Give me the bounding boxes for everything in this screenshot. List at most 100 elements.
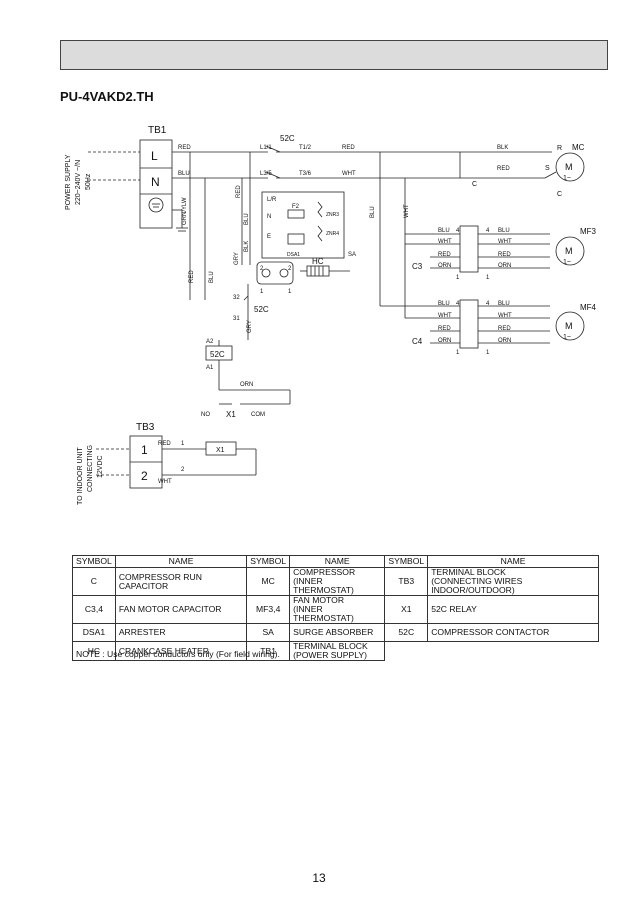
wire-orn: ORN xyxy=(240,382,253,388)
x1-com: COM xyxy=(251,412,265,418)
mf4-connector xyxy=(459,299,479,349)
x1-no: NO xyxy=(201,412,210,418)
mf4-out-orn: ORN xyxy=(498,338,511,344)
thermo-2b: 2 xyxy=(288,266,292,272)
mf3-label: MF3 xyxy=(580,227,597,236)
relay-x1-label: X1 xyxy=(216,447,225,454)
znr4: ZNR4 xyxy=(326,231,339,237)
legend-cell: TB3 xyxy=(384,567,429,596)
l3-5: L3/5 xyxy=(260,171,272,177)
mc-s: S xyxy=(545,165,550,172)
mf3-out-orn: ORN xyxy=(498,263,511,269)
thermo-2a: 2 xyxy=(260,266,264,272)
mf3-out-blu: BLU xyxy=(498,228,510,234)
indoor-unit-line2: CONNECTING xyxy=(87,445,94,492)
legend-header: SYMBOL xyxy=(384,555,429,568)
mc-phase: 1~ xyxy=(563,175,571,182)
fan-motor-mf4 xyxy=(555,311,585,341)
legend-row: C3,4 FAN MOTOR CAPACITOR MF3,4 FAN MOTOR… xyxy=(72,595,599,624)
symbol-legend-table: SYMBOL NAME SYMBOL NAME SYMBOL NAME C CO… xyxy=(72,555,599,661)
terminal-n: N xyxy=(151,175,160,189)
power-supply-line2: 220~240V ~/N xyxy=(75,160,82,205)
tb3-wire-red: RED xyxy=(158,441,171,447)
mc-m: M xyxy=(565,162,573,172)
mf4-m: M xyxy=(565,321,573,331)
legend-row: HC CRANKCASE HEATER TB1 TERMINAL BLOCK(P… xyxy=(72,641,599,661)
legend-cell: TERMINAL BLOCK(CONNECTING WIRES INDOOR/O… xyxy=(427,567,599,596)
capacitor-c3: C3 xyxy=(412,262,423,271)
wire-gry-sa: GRY xyxy=(234,252,240,265)
mf4-out-blu: BLU xyxy=(498,301,510,307)
capacitor-c4: C4 xyxy=(412,337,423,346)
sa-n: N xyxy=(267,214,271,220)
legend-cell xyxy=(385,642,428,661)
legend-header: SYMBOL xyxy=(246,555,291,568)
wire-blk: BLK xyxy=(497,145,508,151)
legend-cell: C3,4 xyxy=(72,595,116,624)
mf3-pin1a: 1 xyxy=(456,275,460,281)
page-number: 13 xyxy=(312,871,326,885)
legend-cell: 52C xyxy=(384,623,429,642)
wire-wht-fan: WHT xyxy=(404,204,410,218)
legend-cell: MF3,4 xyxy=(246,595,291,624)
znr3: ZNR3 xyxy=(326,212,339,218)
legend-cell: FAN MOTOR(INNER THERMOSTAT) xyxy=(289,595,386,624)
capacitor-c: C xyxy=(472,181,477,188)
aux-32: 32 xyxy=(233,295,240,301)
mf3-connector xyxy=(459,225,479,273)
field-wiring-note: NOTE : Use copper conductors only (For f… xyxy=(76,649,280,659)
mf3-in-blu: BLU xyxy=(438,228,450,234)
model-title: PU-4VAKD2.TH xyxy=(60,89,154,104)
mf4-label: MF4 xyxy=(580,303,597,312)
legend-cell: C xyxy=(72,567,116,596)
mf4-in-wht: WHT xyxy=(438,313,452,319)
contactor-52c-aux: 52C xyxy=(254,305,269,314)
mf3-m: M xyxy=(565,246,573,256)
wire-gry-aux: GRY xyxy=(247,320,253,333)
fuse-f2: F2 xyxy=(292,204,300,210)
mc-r: R xyxy=(557,145,562,152)
mc-label: MC xyxy=(572,143,585,152)
power-supply-line3: 50Hz xyxy=(85,173,92,190)
aux-31: 31 xyxy=(233,316,240,322)
legend-cell: COMPRESSOR CONTACTOR xyxy=(427,623,599,642)
tb1-block xyxy=(139,139,173,229)
mf4-out-wht: WHT xyxy=(498,313,512,319)
surge-absorber-box xyxy=(261,191,345,259)
mf4-phase: 1~ xyxy=(563,334,571,341)
legend-cell xyxy=(428,642,599,661)
relay-x1 xyxy=(205,441,237,456)
mf4-out-red: RED xyxy=(498,326,511,332)
mf3-pin4b: 4 xyxy=(486,228,490,234)
legend-cell: MC xyxy=(246,567,291,596)
indoor-unit-line3: 12VDC xyxy=(97,455,104,478)
legend-cell: X1 xyxy=(384,595,429,624)
mf4-in-blu: BLU xyxy=(438,301,450,307)
x1-pin2: 2 xyxy=(181,467,185,473)
legend-header: NAME xyxy=(114,555,248,568)
tb3-label: TB3 xyxy=(136,422,155,433)
legend-cell: ARRESTER xyxy=(114,623,248,642)
legend-header: NAME xyxy=(427,555,599,568)
mf3-phase: 1~ xyxy=(563,259,571,266)
tb3-terminal-1: 1 xyxy=(141,443,148,457)
t1-2: T1/2 xyxy=(299,145,312,151)
x1-contact: X1 xyxy=(226,410,236,419)
crankcase-heater xyxy=(306,265,330,277)
compressor-motor xyxy=(555,152,585,182)
fan-motor-mf3 xyxy=(555,236,585,266)
legend-header: NAME xyxy=(289,555,386,568)
x1-pin1: 1 xyxy=(181,441,185,447)
power-supply-line1: POWER SUPPLY xyxy=(65,154,72,210)
indoor-unit-line1: TO INDOOR UNIT xyxy=(77,446,84,505)
thermo-1b: 1 xyxy=(288,289,292,295)
coil-a2: A2 xyxy=(206,339,214,345)
legend-cell: COMPRESSOR(INNER THERMOSTAT) xyxy=(289,567,386,596)
header-bar xyxy=(60,40,608,70)
legend-row: DSA1 ARRESTER SA SURGE ABSORBER 52C COMP… xyxy=(72,623,599,642)
mf4-pin4a: 4 xyxy=(456,301,460,307)
wire-blu: BLU xyxy=(178,171,190,177)
thermo-1a: 1 xyxy=(260,289,264,295)
mf3-in-wht: WHT xyxy=(438,239,452,245)
legend-cell: TERMINAL BLOCK(POWER SUPPLY) xyxy=(289,641,386,661)
